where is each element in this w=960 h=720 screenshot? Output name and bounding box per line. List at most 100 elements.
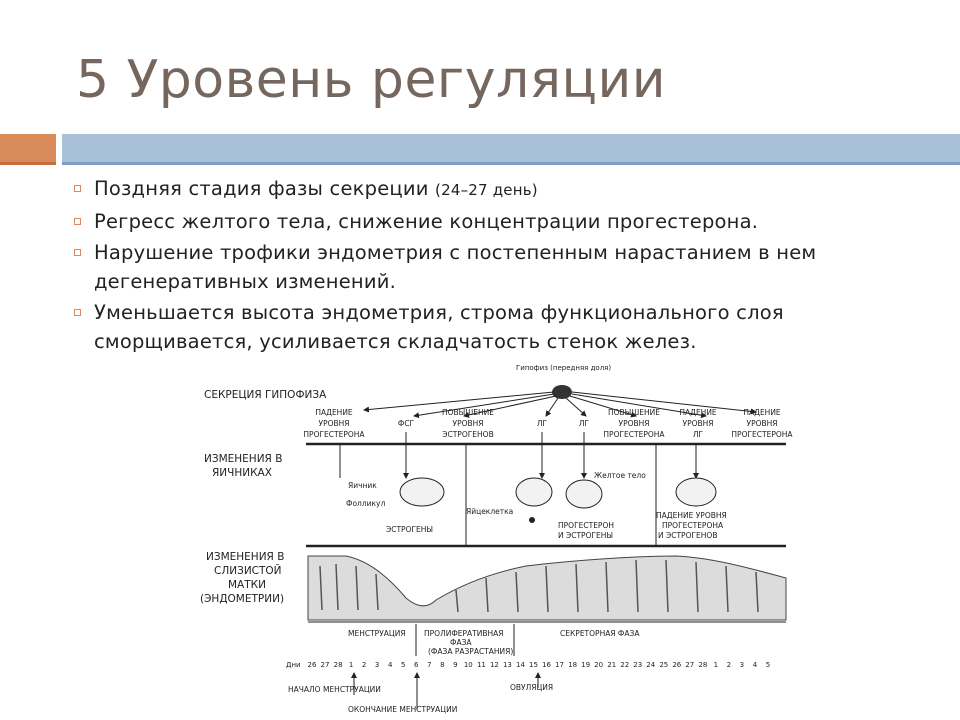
- day-tick-label: 2: [727, 661, 731, 669]
- hormone-label: ЛГ: [579, 419, 590, 428]
- hormone-arrows: [403, 432, 699, 479]
- day-tick-label: 18: [568, 661, 577, 669]
- bullet-item: Нарушение трофики эндометрия с постепенн…: [74, 238, 934, 296]
- days-label: Дни: [286, 661, 301, 669]
- ovary-illustrations: [399, 477, 717, 509]
- prog-estr-label: ПРОГЕСТЕРОН: [558, 521, 614, 530]
- endometrium-glands: [319, 559, 759, 613]
- day-tick-label: 26: [672, 661, 681, 669]
- egg-cell-icon: [529, 517, 535, 523]
- day-tick-label: 3: [740, 661, 744, 669]
- hormone-label: ЭСТРОГЕНОВ: [442, 430, 493, 439]
- menstrual-cycle-diagram: Гипофиз (передняя доля) СЕКРЕЦИЯ ГИПОФИЗ…: [200, 364, 793, 714]
- day-tick-label: 2: [362, 661, 366, 669]
- day-tick-label: 15: [529, 661, 538, 669]
- phase-dividers: [415, 624, 515, 656]
- accent-band-orange: [0, 134, 56, 162]
- day-tick-label: 22: [620, 661, 629, 669]
- day-tick-label: 1: [349, 661, 353, 669]
- hormone-label: ПРОГЕСТЕРОНА: [303, 430, 365, 439]
- hormone-label: УРОВНЯ: [683, 419, 714, 428]
- day-tick-label: 10: [464, 661, 473, 669]
- hormone-label: УРОВНЯ: [619, 419, 650, 428]
- square-bullet-icon: [74, 309, 81, 316]
- day-tick-label: 23: [633, 661, 642, 669]
- day-tick-label: 8: [440, 661, 444, 669]
- drop-levels-label-3: И ЭСТРОГЕНОВ: [658, 531, 717, 540]
- label-uterus-changes: ИЗМЕНЕНИЯ В: [206, 551, 284, 563]
- ovary-label: Яичник: [348, 481, 377, 490]
- phase-label-proliferative-2: ФАЗА: [450, 638, 472, 647]
- bullet-day-range: (24–27 день): [435, 181, 538, 199]
- hormone-label: ПАДЕНИЕ: [743, 408, 781, 417]
- phase-label-menstruation: МЕНСТРУАЦИЯ: [348, 629, 406, 638]
- day-tick-label: 27: [685, 661, 694, 669]
- hormone-label: ФСГ: [398, 419, 415, 428]
- label-ovary-changes: ИЗМЕНЕНИЯ В: [204, 453, 282, 465]
- bullet-text: Уменьшается высота эндометрия, строма фу…: [94, 301, 784, 353]
- bullet-list: Поздняя стадия фазы секреции (24–27 день…: [74, 174, 934, 358]
- accent-line-blue: [62, 162, 960, 165]
- label-pituitary-secretion: СЕКРЕЦИЯ ГИПОФИЗА: [204, 389, 327, 401]
- slide-title: 5 Уровень регуляции: [76, 50, 667, 110]
- hormone-label: УРОВНЯ: [319, 419, 350, 428]
- pituitary-label: Гипофиз (передняя доля): [516, 364, 611, 372]
- label-uterus-changes-3: МАТКИ: [228, 579, 266, 591]
- day-tick-label: 20: [594, 661, 603, 669]
- hormone-label: УРОВНЯ: [747, 419, 778, 428]
- square-bullet-icon: [74, 185, 81, 192]
- square-bullet-icon: [74, 218, 81, 225]
- drop-levels-label: ПАДЕНИЕ УРОВНЯ: [656, 511, 727, 520]
- label-uterus-changes-2: СЛИЗИСТОЙ: [214, 564, 282, 577]
- event-arrows: [351, 672, 541, 710]
- day-tick-label: 19: [581, 661, 590, 669]
- square-bullet-icon: [74, 249, 81, 256]
- accent-line-orange: [0, 162, 56, 165]
- day-tick-label: 13: [503, 661, 512, 669]
- phase-label-proliferative: ПРОЛИФЕРАТИВНАЯ: [424, 629, 503, 638]
- day-tick-label: 16: [542, 661, 551, 669]
- drop-levels-label-2: ПРОГЕСТЕРОНА: [662, 521, 724, 530]
- hormone-label: ПОВЫШЕНИЕ: [608, 408, 660, 417]
- event-menstruation-start: НАЧАЛО МЕНСТРУАЦИИ: [288, 685, 381, 694]
- hormone-label: ПАДЕНИЕ: [315, 408, 353, 417]
- phase-label-proliferative-3: (ФАЗА РАЗРАСТАНИЯ): [428, 647, 513, 656]
- hormone-label: ПАДЕНИЕ: [679, 408, 717, 417]
- day-tick-label: 24: [646, 661, 655, 669]
- pituitary-gland-icon: [552, 385, 572, 399]
- day-tick-label: 12: [490, 661, 499, 669]
- estrogens-label: ЭСТРОГЕНЫ: [386, 525, 433, 534]
- day-tick-label: 14: [516, 661, 525, 669]
- accent-band-blue: [62, 134, 960, 162]
- day-tick-label: 28: [698, 661, 707, 669]
- phase-label-secretory: СЕКРЕТОРНАЯ ФАЗА: [560, 629, 640, 638]
- day-tick-label: 17: [555, 661, 564, 669]
- day-tick-label: 28: [334, 661, 343, 669]
- hormone-label: УРОВНЯ: [453, 419, 484, 428]
- day-tick-label: 11: [477, 661, 486, 669]
- day-tick-label: 6: [414, 661, 419, 669]
- follicle-label: Фолликул: [346, 499, 385, 508]
- bullet-text: Нарушение трофики эндометрия с постепенн…: [94, 241, 817, 293]
- label-uterus-changes-4: (ЭНДОМЕТРИИ): [200, 593, 284, 605]
- day-tick-label: 1: [714, 661, 718, 669]
- day-tick-label: 26: [308, 661, 317, 669]
- corpus-luteum-label: Желтое тело: [594, 471, 646, 480]
- day-tick-label: 7: [427, 661, 431, 669]
- hormone-label: ПРОГЕСТЕРОНА: [731, 430, 793, 439]
- prog-estr-label-2: И ЭСТРОГЕНЫ: [558, 531, 613, 540]
- pituitary-arrows: [363, 391, 757, 419]
- hormone-label: ЛГ: [537, 419, 548, 428]
- day-tick-label: 5: [401, 661, 405, 669]
- hormone-label: ПОВЫШЕНИЕ: [442, 408, 494, 417]
- day-tick-label: 21: [607, 661, 616, 669]
- hormone-label: ЛГ: [693, 430, 704, 439]
- day-tick-label: 25: [659, 661, 668, 669]
- bullet-item: Уменьшается высота эндометрия, строма фу…: [74, 298, 934, 356]
- day-tick-label: 9: [453, 661, 457, 669]
- day-tick-label: 27: [321, 661, 330, 669]
- bullet-text: Поздняя стадия фазы секреции: [94, 177, 436, 200]
- label-ovary-changes-2: ЯИЧНИКАХ: [212, 467, 272, 479]
- bullet-item: Регресс желтого тела, снижение концентра…: [74, 207, 934, 236]
